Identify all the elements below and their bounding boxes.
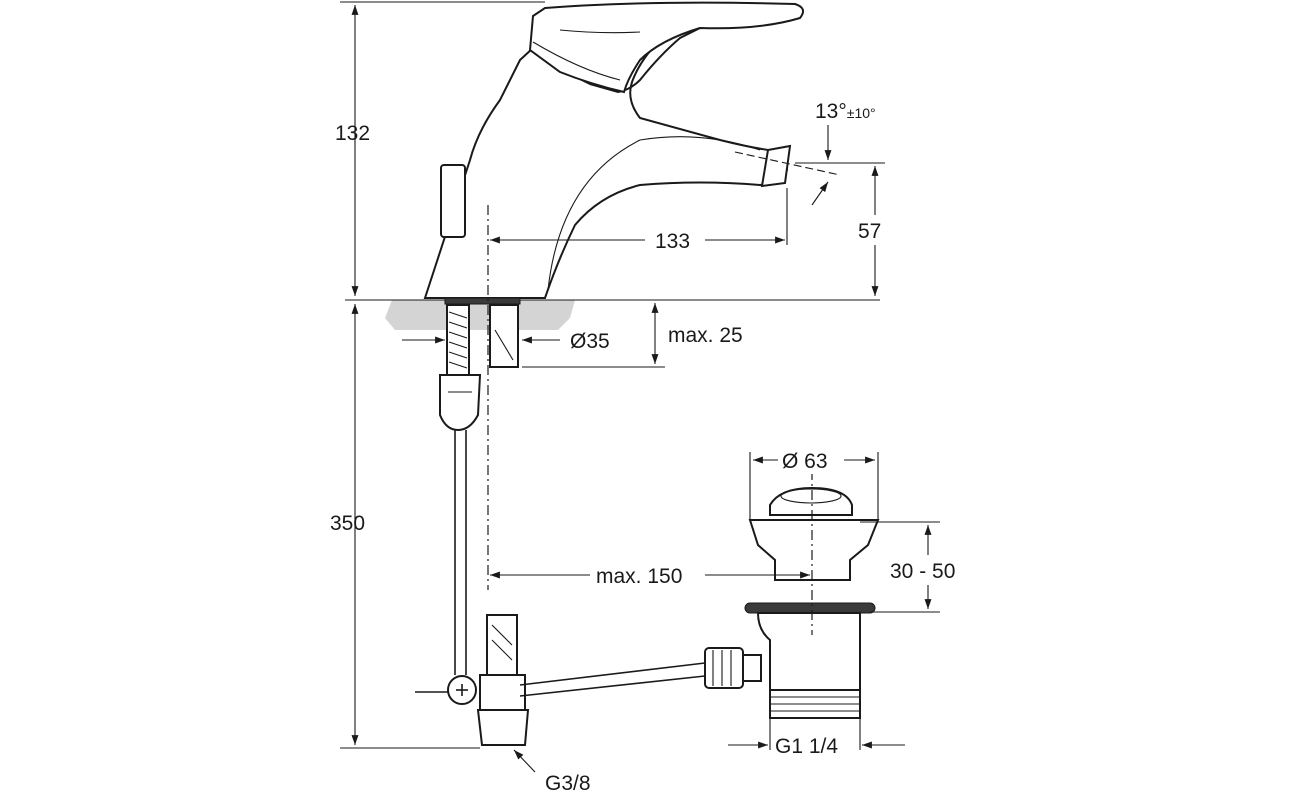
dim-350-label: 350 [330,512,365,535]
faucet-body [423,1,805,305]
waste-drain [744,486,880,719]
dim-35-label: Ø35 [570,330,610,353]
dim-63: Ø 63 [749,446,879,520]
dim-133: 133 [490,188,788,253]
dim-57: 57 [795,162,895,296]
dim-63-label: Ø 63 [782,450,828,473]
popup-rod [519,647,762,697]
counter-top [345,299,880,330]
dim-max150: max. 150 [490,560,810,590]
dim-30-50-label: 30 - 50 [890,560,955,583]
dim-g38-label: G3/8 [545,772,591,795]
dim-133-label: 133 [655,230,690,253]
dim-350: 350 [330,304,480,749]
dim-30-50: 30 - 50 [860,521,968,613]
dim-132: 132 [335,1,545,296]
dim-g114-label: G1 1/4 [775,735,838,758]
mounting-shank [439,304,519,432]
dim-35: Ø35 [402,330,610,353]
dim-132-label: 132 [335,122,370,145]
angle-valve [415,614,530,746]
dim-max150-label: max. 150 [596,565,682,588]
dim-angle-label: 13°±10° [815,100,876,123]
dim-g38: G3/8 [513,749,591,795]
dim-angle: 13°±10° [734,100,876,206]
dim-max25-label: max. 25 [668,324,743,347]
dim-57-label: 57 [858,220,881,243]
supply-hose [454,430,467,675]
dim-g114: G1 1/4 [728,718,905,758]
dim-max25: max. 25 [522,303,743,368]
